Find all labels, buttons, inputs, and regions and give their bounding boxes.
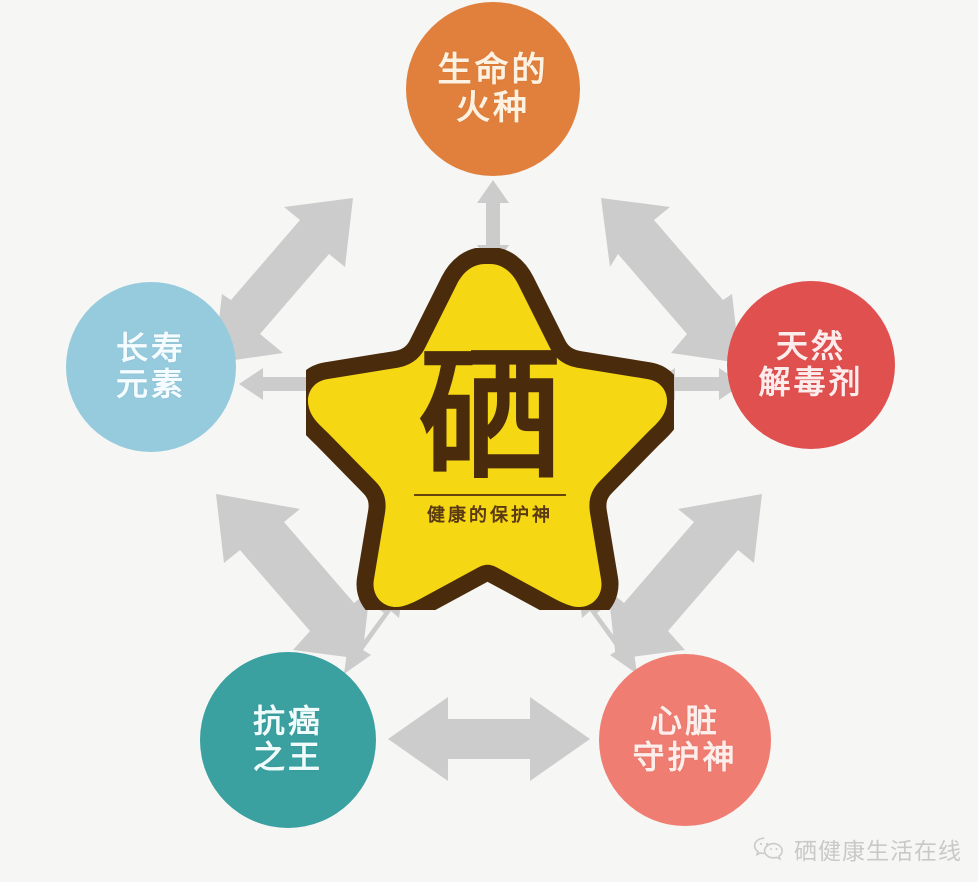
star-shape — [306, 248, 674, 610]
center-star-node[interactable]: 硒 健康的保护神 — [306, 248, 674, 610]
wechat-icon — [753, 837, 783, 861]
ring-arrow-left-top — [214, 198, 353, 363]
ring-arrow-bottom — [388, 697, 590, 781]
watermark-text: 硒健康生活在线 — [794, 838, 962, 864]
node-bottom-left-line2: 之王 — [252, 739, 323, 775]
ring-arrow-bottomleft-left — [216, 494, 370, 659]
node-left-longevity-element[interactable]: 长寿 元素 — [66, 282, 236, 452]
node-right-natural-detoxifier[interactable]: 天然 解毒剂 — [727, 281, 895, 449]
spoke-arrow-center-right — [651, 368, 743, 400]
spoke-arrow-center-top — [477, 180, 509, 268]
node-left-line2: 元素 — [115, 366, 186, 402]
node-right-line2: 解毒剂 — [758, 364, 864, 400]
watermark: 硒健康生活在线 — [752, 832, 962, 866]
node-bottom-left-line1: 抗癌 — [252, 703, 323, 740]
node-right-line1: 天然 — [775, 328, 846, 365]
ring-arrow-top-right — [601, 198, 740, 363]
spoke-arrow-center-bottomright — [578, 589, 637, 674]
spoke-arrow-center-bottomleft — [344, 589, 403, 674]
node-bottom-right-line2: 守护神 — [632, 739, 738, 775]
ring-arrow-right-bottomright — [608, 494, 762, 659]
node-bottom-right-heart-guardian[interactable]: 心脏 守护神 — [599, 654, 771, 826]
node-bottom-right-line1: 心脏 — [649, 703, 720, 740]
node-bottom-left-anticancer-king[interactable]: 抗癌 之王 — [200, 652, 376, 828]
node-top-life-spark[interactable]: 生命的 火种 — [406, 2, 580, 176]
node-top-line2: 火种 — [456, 89, 530, 127]
node-left-line1: 长寿 — [115, 330, 186, 367]
node-top-line1: 生命的 — [437, 50, 549, 89]
